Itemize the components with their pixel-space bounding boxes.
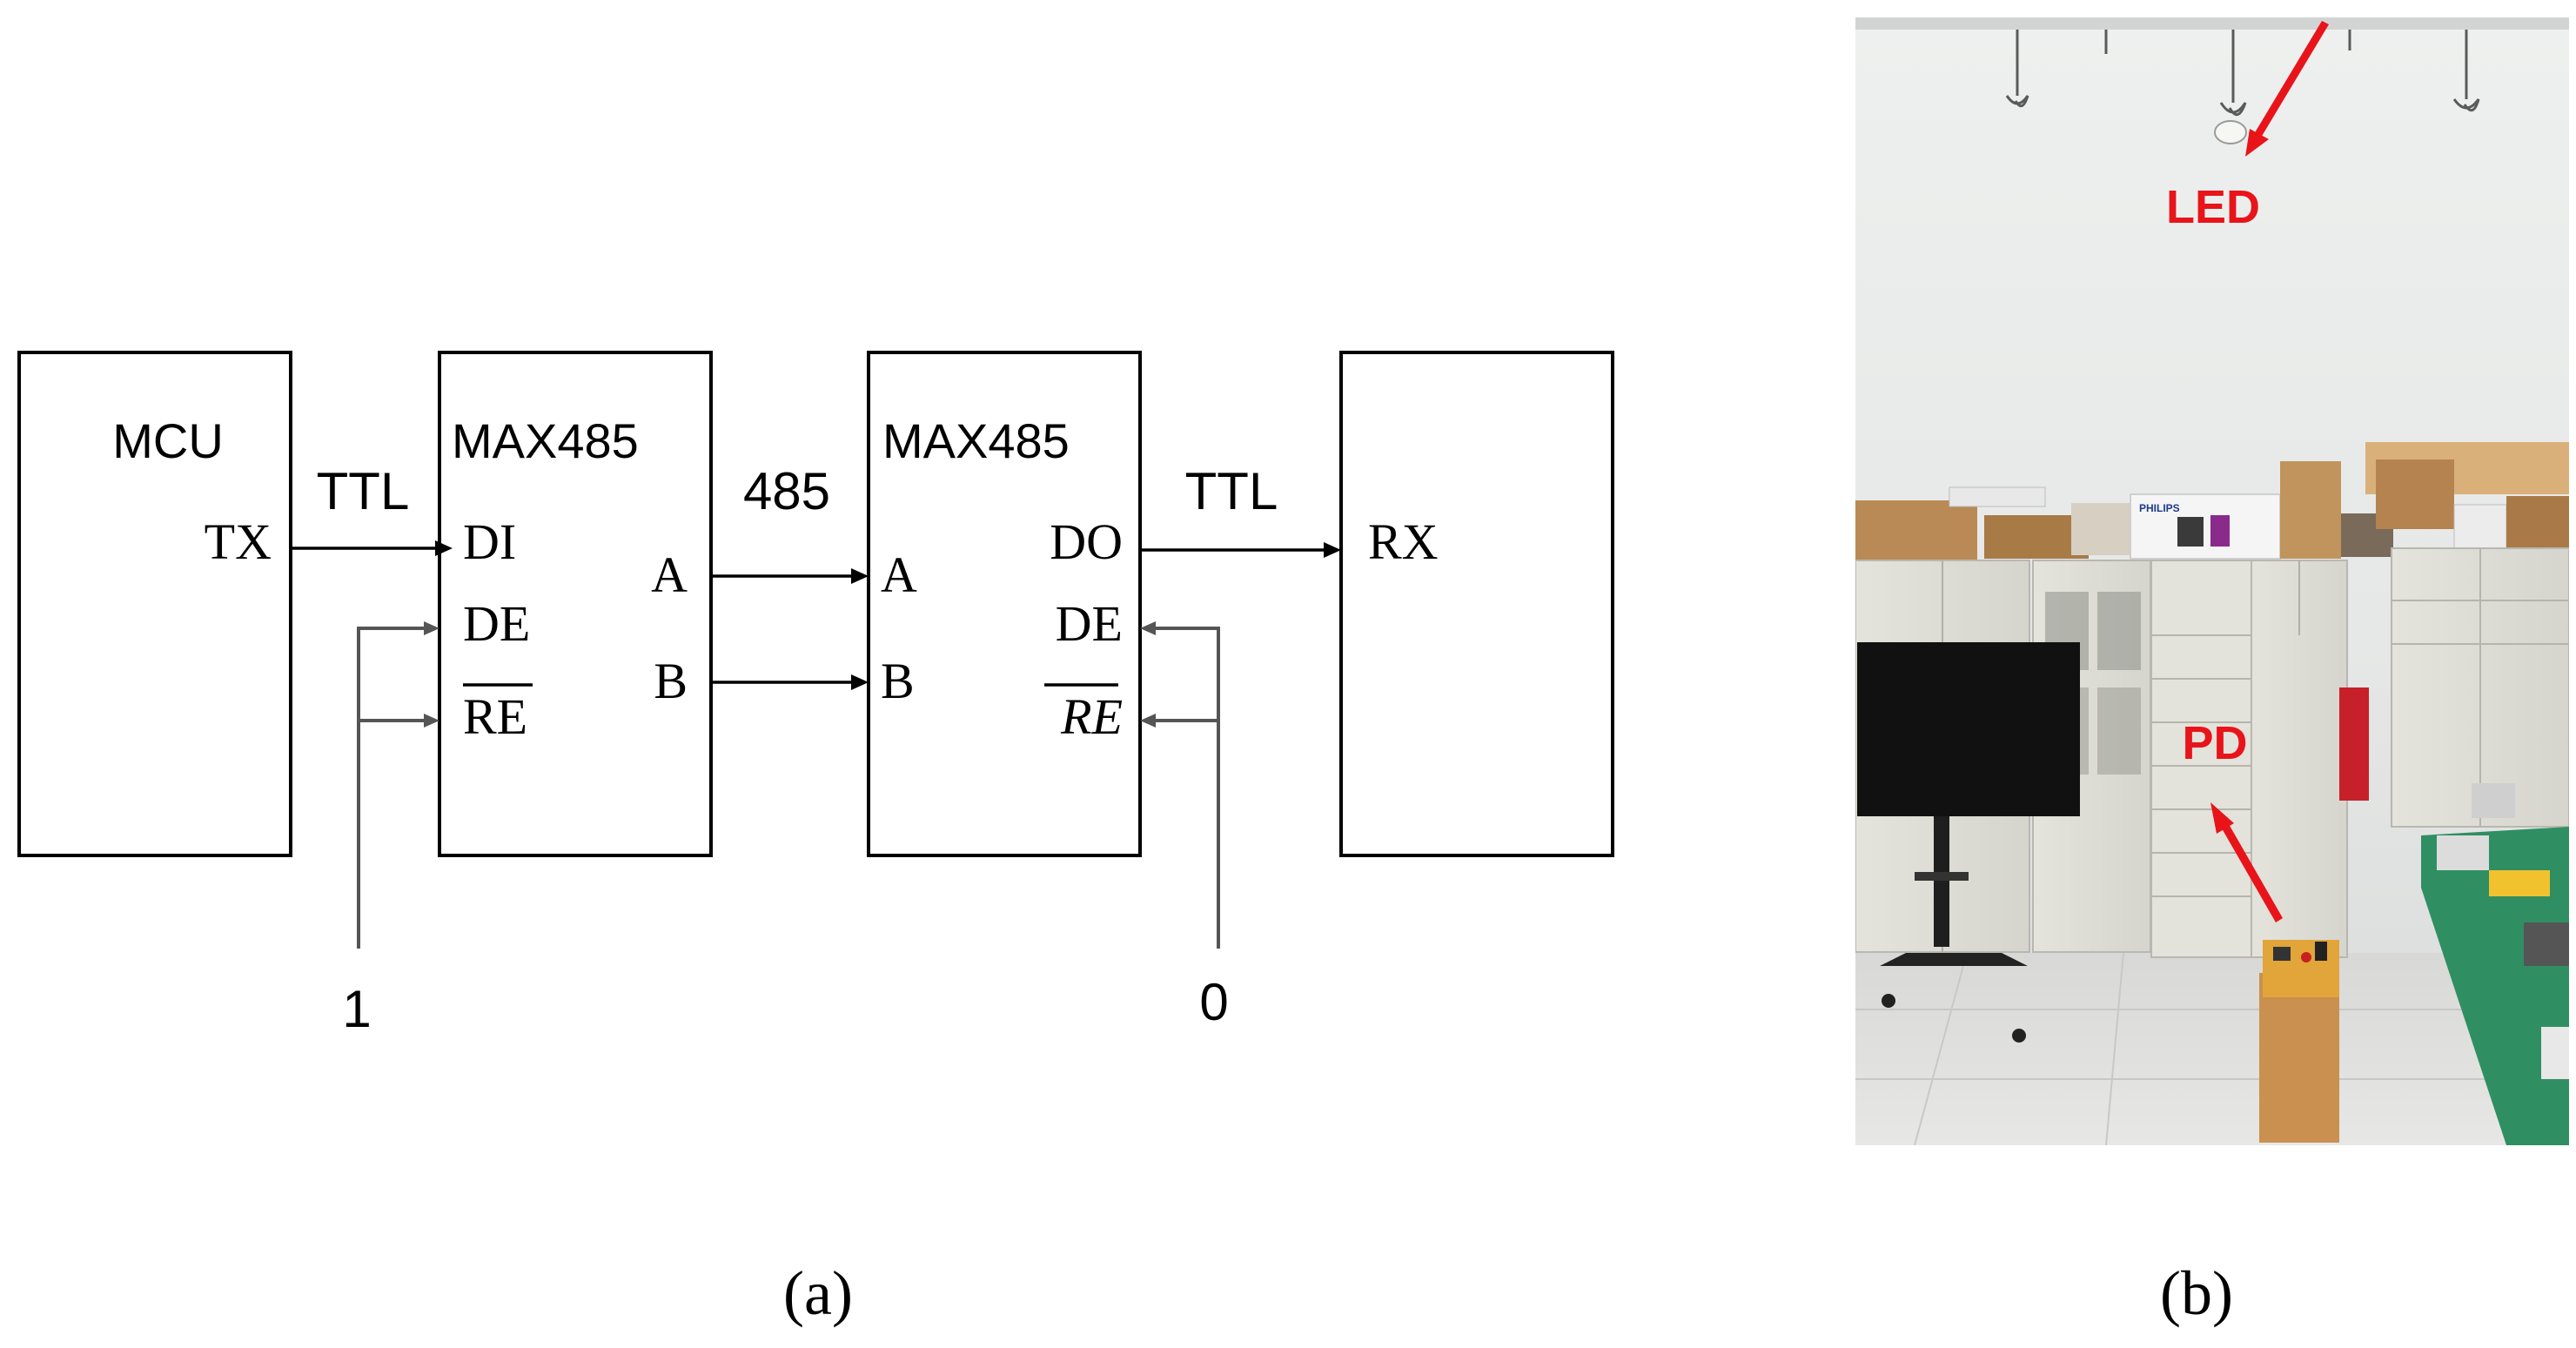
pd-box — [2259, 973, 2339, 1143]
max485-tx-di-pin: DI — [463, 513, 516, 570]
max485-tx-title: MAX485 — [452, 413, 639, 468]
bus-a-arrowhead — [851, 568, 869, 584]
rx-de-arrowhead — [1140, 621, 1156, 635]
tx-re-arrowhead — [424, 714, 439, 728]
caption-b: (b) — [2160, 1258, 2233, 1328]
max485-rx-title: MAX485 — [882, 413, 1070, 468]
max485-rx-a-pin: A — [881, 547, 917, 603]
max485-tx-box — [438, 351, 713, 857]
pd-arrow-head — [2210, 802, 2234, 834]
tx-level-label: 1 — [342, 980, 371, 1038]
ttl-right-label: TTL — [1185, 462, 1278, 520]
max485-tx-re-pin: RE — [463, 688, 527, 745]
tx-enable-wire — [357, 627, 433, 949]
max485-rx-box — [867, 351, 1142, 857]
max485-tx-a-pin: A — [651, 547, 688, 603]
philips-brand-text: PHILIPS — [2139, 502, 2180, 514]
ttl-left-label: TTL — [317, 462, 410, 520]
pd-arrow-shaft — [2222, 824, 2283, 922]
tv-monitor — [1857, 642, 2080, 816]
rx-re-arrowhead — [1140, 714, 1156, 728]
pd-label: PD — [2182, 717, 2247, 769]
max485-rx-b-pin: B — [881, 653, 915, 709]
max485-rx-do-pin: DO — [1050, 513, 1123, 570]
block-diagram: MCU TX MAX485 DI DE RE A B MAX485 A B DO… — [17, 351, 1614, 1038]
max485-tx-b-pin: B — [654, 653, 688, 709]
max485-rx-re-pin: RE — [1060, 688, 1123, 745]
rx-level-label: 0 — [1199, 973, 1228, 1031]
led-arrow-head — [2245, 129, 2269, 157]
do-rx-arrowhead — [1324, 542, 1341, 558]
caption-a: (a) — [783, 1258, 853, 1328]
mcu-box — [17, 351, 292, 857]
led-arrow-shaft — [2254, 21, 2329, 137]
rx-box — [1339, 351, 1614, 857]
max485-tx-de-pin: DE — [463, 595, 530, 652]
led-fixture — [2214, 120, 2247, 144]
rx-enable-wire — [1147, 627, 1220, 949]
lab-photo: PHILIPS — [1855, 17, 2569, 1145]
led-label: LED — [2166, 181, 2260, 233]
rx-box-pin: RX — [1368, 513, 1439, 570]
bus-b-arrowhead — [851, 674, 869, 690]
max485-rx-de-pin: DE — [1056, 595, 1123, 652]
tx-de-arrowhead — [424, 621, 439, 635]
mcu-tx-pin: TX — [205, 513, 272, 570]
tx-di-arrowhead — [435, 540, 453, 556]
mcu-title: MCU — [112, 413, 224, 468]
bus-485-label: 485 — [743, 462, 830, 520]
